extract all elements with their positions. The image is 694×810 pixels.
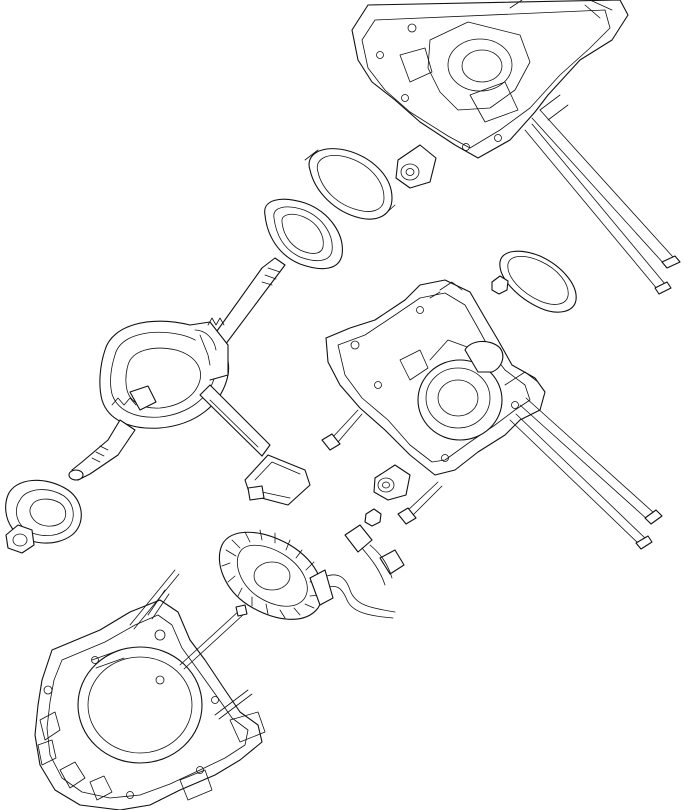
wiring-harness-connector (309, 524, 405, 619)
bushing-upper (395, 144, 437, 189)
bolt-long-left (321, 409, 363, 451)
studs-lower (129, 569, 253, 720)
crankshaft-assembly (68, 257, 286, 481)
stud-upper-right (524, 109, 681, 295)
connecting-rod (199, 384, 311, 506)
crankcase-cover-lower (34, 599, 266, 810)
stud-middle-right (509, 397, 663, 550)
stator-coil (218, 529, 324, 620)
oil-seal-ring-upper (304, 148, 396, 220)
small-nut-middle (364, 508, 382, 527)
crankcase-half-middle (325, 279, 546, 476)
crankcase-half-upper (351, 0, 629, 159)
small-nut-upper (491, 275, 509, 295)
flange-nut (5, 524, 35, 554)
oil-seal-ring-middle (499, 250, 577, 313)
bushing-middle (373, 464, 411, 501)
main-bearing (264, 198, 343, 270)
bolt-long-right (397, 481, 443, 525)
